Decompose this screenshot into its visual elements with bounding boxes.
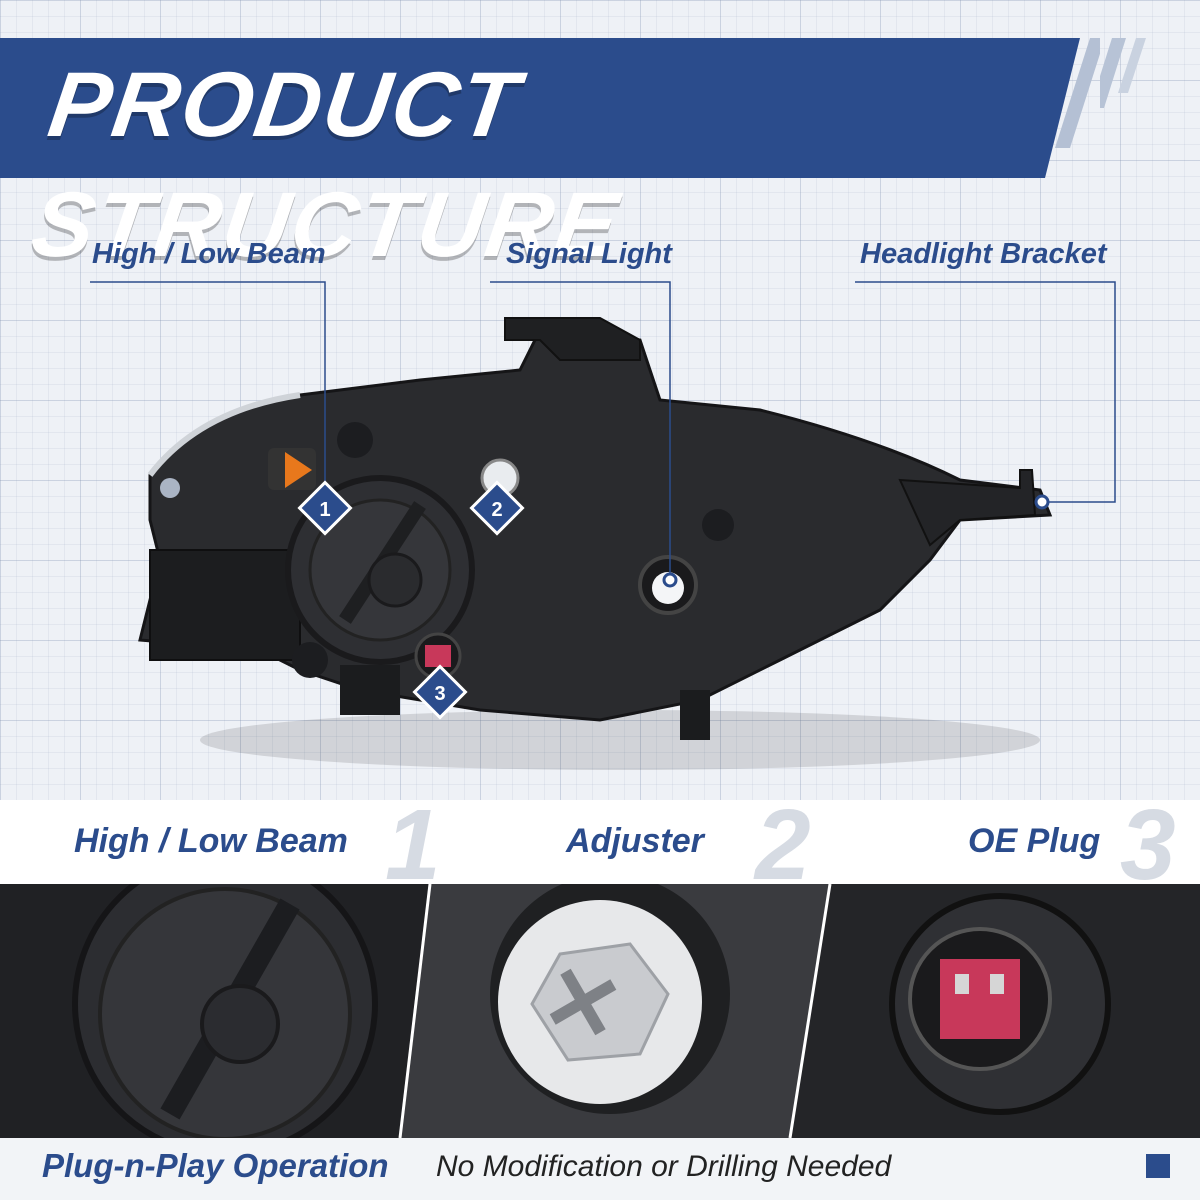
footer-bar [0, 1138, 1200, 1200]
feature-band [0, 800, 1200, 888]
footer-no-modification: No Modification or Drilling Needed [436, 1150, 892, 1183]
headlight-assembly-image [90, 281, 1116, 770]
feature-label-high-low-beam: High / Low Beam [74, 822, 348, 860]
feature-label-adjuster: Adjuster [566, 822, 704, 860]
footer-plug-n-play: Plug-n-Play Operation [42, 1147, 389, 1184]
callout-headlight-bracket: Headlight Bracket [860, 238, 1107, 270]
feature-label-oe-plug: OE Plug [968, 822, 1101, 860]
feature-number-2: 2 [755, 789, 811, 901]
marker-1: 1 [319, 499, 330, 521]
callout-markers: 1 2 3 [319, 499, 502, 705]
detail-photo-strip [0, 884, 1200, 1138]
callout-signal-light: Signal Light [506, 238, 672, 270]
callout-high-low-beam: High / Low Beam [92, 238, 326, 270]
footer-square-icon [1146, 1154, 1170, 1178]
marker-3: 3 [434, 683, 445, 705]
feature-number-3: 3 [1120, 789, 1176, 901]
feature-number-1: 1 [385, 789, 441, 901]
title-banner [0, 38, 1100, 178]
detail-photos [0, 884, 1200, 1138]
marker-2: 2 [491, 499, 502, 521]
banner-stripes [1100, 38, 1146, 108]
